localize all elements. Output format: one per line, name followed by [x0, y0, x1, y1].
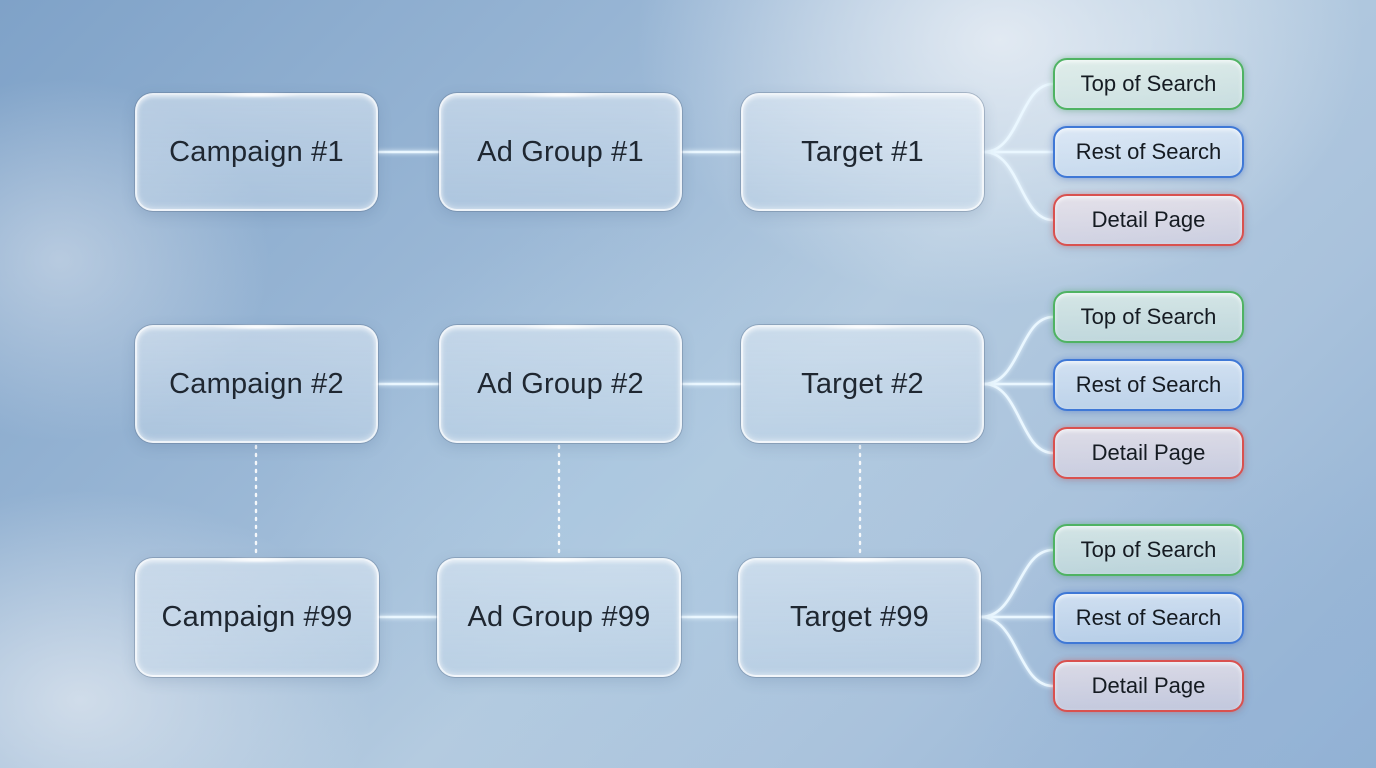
placement-rest-of-search-2[interactable]: Rest of Search: [1053, 359, 1244, 411]
campaign-node-99[interactable]: Campaign #99: [135, 558, 379, 677]
ad-group-node-1[interactable]: Ad Group #1: [439, 93, 682, 211]
target-node-2[interactable]: Target #2: [741, 325, 984, 443]
target-node-1[interactable]: Target #1: [741, 93, 984, 211]
placement-detail-page-99[interactable]: Detail Page: [1053, 660, 1244, 712]
placement-top-of-search-1[interactable]: Top of Search: [1053, 58, 1244, 110]
placement-rest-of-search-1[interactable]: Rest of Search: [1053, 126, 1244, 178]
ad-group-label: Ad Group #1: [477, 135, 644, 168]
placement-label: Top of Search: [1080, 304, 1217, 329]
target-label: Target #1: [801, 135, 924, 168]
campaign-label: Campaign #1: [169, 135, 344, 168]
placement-label: Rest of Search: [1075, 372, 1222, 397]
campaign-node-1[interactable]: Campaign #1: [135, 93, 378, 211]
ad-group-node-99[interactable]: Ad Group #99: [437, 558, 681, 677]
placement-label: Rest of Search: [1075, 605, 1222, 630]
placement-label: Detail Page: [1091, 440, 1206, 465]
placement-label: Detail Page: [1091, 207, 1206, 232]
placement-detail-page-2[interactable]: Detail Page: [1053, 427, 1244, 479]
target-node-99[interactable]: Target #99: [738, 558, 981, 677]
ad-group-node-2[interactable]: Ad Group #2: [439, 325, 682, 443]
placement-label: Rest of Search: [1075, 139, 1222, 164]
placement-label: Detail Page: [1091, 673, 1206, 698]
campaign-node-2[interactable]: Campaign #2: [135, 325, 378, 443]
target-label: Target #2: [801, 367, 924, 400]
ad-group-label: Ad Group #99: [467, 601, 651, 633]
placement-label: Top of Search: [1080, 537, 1217, 562]
target-label: Target #99: [789, 601, 930, 633]
ad-group-label: Ad Group #2: [477, 367, 644, 400]
placement-top-of-search-2[interactable]: Top of Search: [1053, 291, 1244, 343]
placement-detail-page-1[interactable]: Detail Page: [1053, 194, 1244, 246]
placement-rest-of-search-99[interactable]: Rest of Search: [1053, 592, 1244, 644]
campaign-label: Campaign #99: [161, 601, 353, 633]
campaign-label: Campaign #2: [169, 367, 344, 400]
placement-label: Top of Search: [1080, 71, 1217, 96]
placement-top-of-search-99[interactable]: Top of Search: [1053, 524, 1244, 576]
